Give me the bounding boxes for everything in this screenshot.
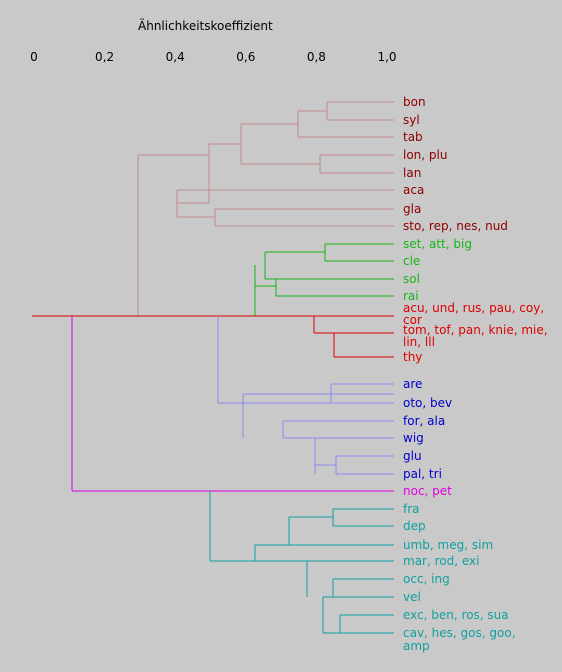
axis-tick-label: 0 <box>30 50 38 64</box>
leaf-label: cor <box>403 313 422 327</box>
axis-tick-label: 0,2 <box>95 50 114 64</box>
leaf-label: lan <box>403 166 421 180</box>
leaf-label: umb, meg, sim <box>403 538 493 552</box>
leaf-label: bon <box>403 95 426 109</box>
leaf-label: set, att, big <box>403 237 472 251</box>
axis-tick-label: 0,4 <box>166 50 185 64</box>
leaf-label: thy <box>403 350 422 364</box>
leaf-label: sol <box>403 272 420 286</box>
leaf-label: lin, lll <box>403 335 435 349</box>
axis-tick-label: 1,0 <box>377 50 396 64</box>
leaf-label: syl <box>403 113 420 127</box>
leaf-label: for, ala <box>403 414 445 428</box>
leaf-label: glu <box>403 449 422 463</box>
axis-tick-label: 0,6 <box>236 50 255 64</box>
leaf-label: pal, tri <box>403 467 442 481</box>
leaf-label: cle <box>403 254 420 268</box>
leaf-label: gla <box>403 202 421 216</box>
leaf-label: are <box>403 377 422 391</box>
axis-ticks: 0 0,2 0,4 0,6 0,8 1,0 <box>30 50 396 64</box>
leaf-label: lon, plu <box>403 148 447 162</box>
leaf-label: exc, ben, ros, sua <box>403 608 509 622</box>
dendrogram-branches <box>32 101 394 634</box>
leaf-label: wig <box>403 431 424 445</box>
leaf-label: aca <box>403 183 424 197</box>
leaf-label: amp <box>403 639 430 653</box>
leaf-label: cav, hes, gos, goo, <box>403 626 516 640</box>
leaf-label: occ, ing <box>403 572 450 586</box>
leaf-label: sto, rep, nes, nud <box>403 219 508 233</box>
leaf-label: rai <box>403 289 419 303</box>
axis-title: Ähnlichkeitskoeffizient <box>138 18 273 33</box>
leaf-label: tab <box>403 130 423 144</box>
leaf-labels: bon syl tab lon, plu lan aca gla sto, rep, nes,… <box>403 95 548 653</box>
leaf-label: dep <box>403 519 426 533</box>
leaf-label: vel <box>403 590 421 604</box>
leaf-label: oto, bev <box>403 396 452 410</box>
leaf-label: tom, tof, pan, knie, mie, <box>403 323 548 337</box>
leaf-label: acu, und, rus, pau, coy, <box>403 301 544 315</box>
leaf-label: fra <box>403 502 420 516</box>
axis-tick-label: 0,8 <box>307 50 326 64</box>
leaf-label: noc, pet <box>403 484 452 498</box>
leaf-label: mar, rod, exi <box>403 554 479 568</box>
